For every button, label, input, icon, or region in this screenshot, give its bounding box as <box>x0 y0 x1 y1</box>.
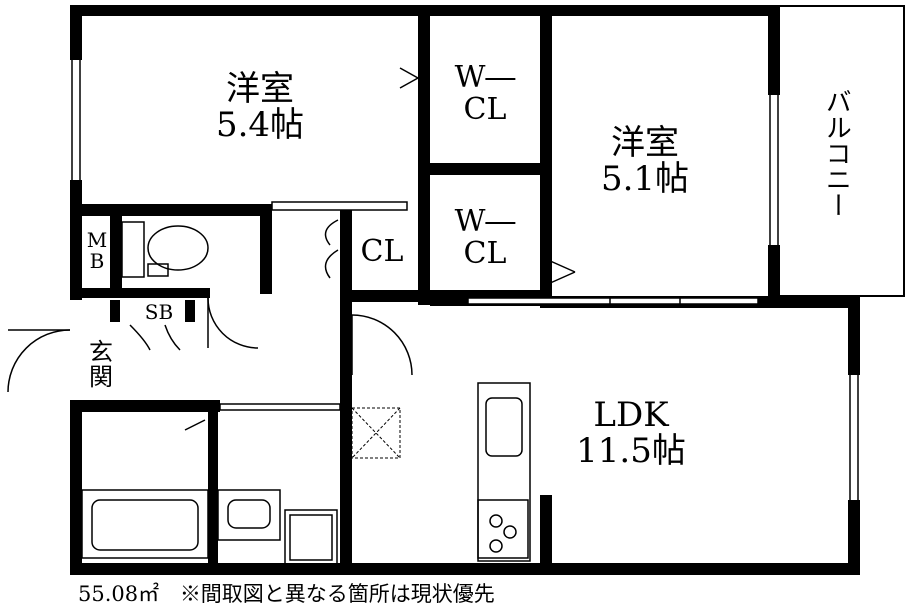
western-room-2-label: 洋室 5.1帖 <box>590 123 700 199</box>
walk-in-closet-1-label: W― CL <box>445 62 525 125</box>
toilet-fixture <box>121 221 209 278</box>
meter-box-line1: M <box>86 228 108 252</box>
interior-walls <box>80 10 552 572</box>
western-room-2-name: 洋室 <box>611 123 679 163</box>
bath-fixtures <box>81 489 338 566</box>
entrance-label: 玄 関 <box>86 338 116 392</box>
swing-doors <box>7 219 413 393</box>
floor-area: 55.08㎡ <box>78 582 160 606</box>
entrance-line2: 関 <box>89 363 113 392</box>
plan-footer: 55.08㎡ ※間取図と異なる箇所は現状優先 <box>78 578 509 608</box>
storage-box <box>351 407 401 459</box>
western-room-1-size: 5.4帖 <box>215 104 305 145</box>
disclaimer-note: ※間取図と異なる箇所は現状優先 <box>179 582 495 606</box>
walk-in-closet-2-line2: CL <box>463 235 507 271</box>
ldk-name: LDK <box>593 395 669 435</box>
sliding-doors <box>184 67 759 431</box>
western-room-1-label: 洋室 5.4帖 <box>205 69 315 145</box>
walk-in-closet-2-label: W― CL <box>445 206 525 269</box>
kitchen-counter <box>477 382 531 562</box>
meter-box-label: M B <box>84 230 110 272</box>
ldk-label: LDK 11.5帖 <box>566 395 696 471</box>
shoe-box-label: SB <box>144 300 174 324</box>
walk-in-closet-2-line1: W― <box>454 204 516 239</box>
windows <box>68 60 862 500</box>
walk-in-closet-1-line1: W― <box>454 60 516 95</box>
western-room-2-size: 5.1帖 <box>600 158 690 199</box>
meter-box-line2: B <box>89 249 105 273</box>
entrance-line1: 玄 <box>89 338 113 366</box>
ldk-size: 11.5帖 <box>576 430 686 471</box>
balcony-label: バルコニー <box>821 88 852 218</box>
western-room-1-name: 洋室 <box>226 69 294 109</box>
closet-label: CL <box>360 234 404 269</box>
walk-in-closet-1-line2: CL <box>463 91 507 127</box>
